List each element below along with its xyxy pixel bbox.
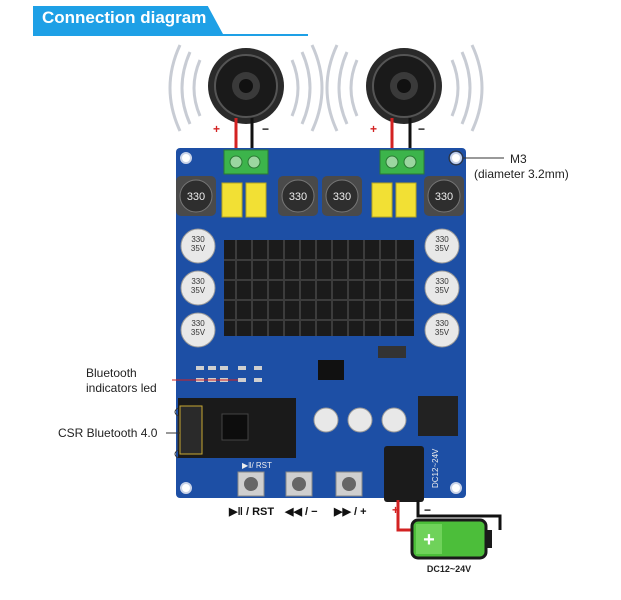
m3-label: M3 bbox=[510, 152, 527, 166]
heatsink bbox=[224, 240, 414, 336]
film-capacitors bbox=[221, 182, 417, 218]
inductors bbox=[176, 176, 464, 216]
battery-label: DC12~24V bbox=[427, 564, 471, 574]
header-underline bbox=[33, 34, 308, 36]
cap-label: 330 bbox=[191, 277, 205, 286]
inductor-label: 330 bbox=[435, 191, 453, 203]
battery-minus: − bbox=[424, 503, 432, 517]
button-label-next: ▶▶ / + bbox=[334, 506, 367, 518]
cap-volt: 35V bbox=[191, 286, 206, 295]
right-speaker bbox=[366, 48, 442, 124]
dc-jack bbox=[384, 446, 424, 502]
cap-volt: 35V bbox=[191, 328, 206, 337]
right-terminal-block bbox=[379, 149, 425, 175]
regulator bbox=[418, 396, 458, 436]
callout-lines bbox=[166, 150, 504, 459]
header-pins bbox=[378, 346, 406, 358]
inductor-label: 330 bbox=[333, 191, 351, 203]
dc-board-label: DC12~24V bbox=[431, 448, 440, 488]
cap-label: 330 bbox=[435, 277, 449, 286]
cap-volt: 35V bbox=[435, 244, 450, 253]
button-label-prev: ◀◀ / − bbox=[285, 506, 318, 518]
cap-volt: 35V bbox=[435, 328, 450, 337]
bluetooth-module bbox=[178, 398, 296, 458]
cap-label: 330 bbox=[435, 235, 449, 244]
tactile-buttons bbox=[237, 471, 363, 497]
cap-volt: 35V bbox=[191, 244, 206, 253]
left-terminal-block bbox=[223, 149, 269, 175]
mounting-holes bbox=[180, 152, 462, 494]
right-plus: + bbox=[370, 122, 378, 136]
csr-label: CSR Bluetooth 4.0 bbox=[58, 426, 158, 440]
button-label-play-rst: ▶‖ / RST bbox=[229, 506, 275, 518]
left-speaker bbox=[208, 48, 284, 124]
electrolytic-capacitors bbox=[180, 228, 460, 348]
battery-plus: + bbox=[392, 503, 400, 517]
rst-board-label: ▶‖/ RST bbox=[242, 461, 272, 470]
svg-text:+: + bbox=[423, 529, 435, 551]
battery-icon: + bbox=[410, 518, 492, 560]
m3-detail: (diameter 3.2mm) bbox=[474, 167, 569, 181]
header-banner bbox=[33, 6, 223, 34]
page-title: Connection diagram bbox=[42, 8, 207, 27]
bt-led-label-line1: Bluetooth bbox=[86, 366, 137, 380]
cap-label: 330 bbox=[191, 235, 205, 244]
small-caps bbox=[313, 407, 407, 433]
cap-label: 330 bbox=[191, 319, 205, 328]
power-wires bbox=[396, 500, 502, 532]
ic-chip bbox=[318, 360, 344, 380]
cap-label: 330 bbox=[435, 319, 449, 328]
inductor-label: 330 bbox=[289, 191, 307, 203]
bt-led-label-line2: indicators led bbox=[86, 381, 157, 395]
sound-waves bbox=[168, 44, 484, 132]
left-plus: + bbox=[213, 122, 221, 136]
left-minus: − bbox=[262, 122, 270, 136]
right-minus: − bbox=[418, 122, 426, 136]
inductor-label: 330 bbox=[187, 191, 205, 203]
cap-volt: 35V bbox=[435, 286, 450, 295]
